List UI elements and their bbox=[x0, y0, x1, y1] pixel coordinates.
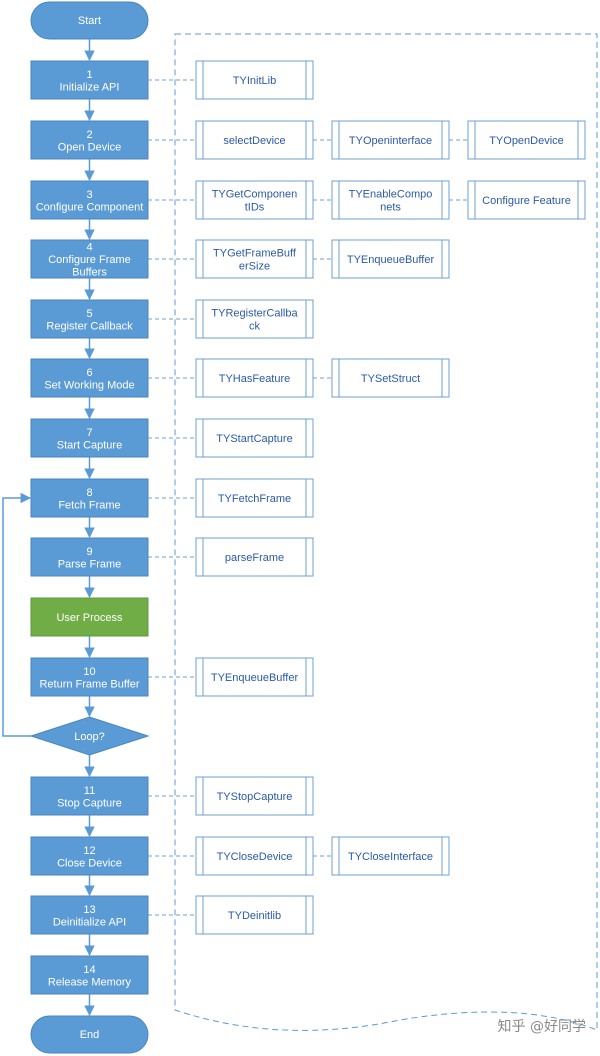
step-label: Buffers bbox=[72, 267, 107, 279]
step-number: 11 bbox=[84, 785, 95, 797]
step-number: 14 bbox=[83, 964, 95, 976]
loop-back-arrow bbox=[2, 492, 32, 737]
api-label: TYStartCapture bbox=[216, 433, 292, 445]
api-label: TYHasFeature bbox=[219, 373, 291, 385]
api-label: TYEnableCompo bbox=[349, 189, 433, 201]
loop-label: Loop? bbox=[74, 731, 105, 743]
api-label: TYOpenDevice bbox=[489, 135, 564, 147]
start-terminator: Start bbox=[30, 1, 149, 40]
api-label: TYSetStruct bbox=[361, 373, 420, 385]
api-label: TYCloseDevice bbox=[217, 851, 293, 863]
api-label: TYEnqueueBuffer bbox=[347, 254, 435, 266]
step-label: Return Frame Buffer bbox=[39, 678, 139, 690]
api-box: TYFetchFrame bbox=[195, 478, 314, 518]
step-label: Set Working Mode bbox=[44, 379, 134, 391]
api-label: nets bbox=[380, 202, 401, 214]
start-label: Start bbox=[78, 15, 101, 27]
api-label: TYInitLib bbox=[233, 75, 276, 87]
step-number: 9 bbox=[86, 546, 92, 558]
step-number: 4 bbox=[86, 242, 92, 254]
step-label: Configure Frame bbox=[48, 254, 131, 266]
api-container bbox=[174, 33, 598, 1031]
step-label: Close Device bbox=[57, 857, 122, 869]
api-label: TYEnqueueBuffer bbox=[211, 672, 299, 684]
end-terminator: End bbox=[30, 1015, 149, 1054]
api-label: tIDs bbox=[245, 202, 265, 214]
step-label: Initialize API bbox=[60, 81, 120, 93]
step-number: 1 bbox=[86, 69, 92, 81]
api-box: TYOpeninterface bbox=[331, 120, 450, 160]
step-label: Start Capture bbox=[57, 439, 122, 451]
step-number: 2 bbox=[86, 129, 92, 141]
api-label: selectDevice bbox=[223, 135, 285, 147]
step-number: 8 bbox=[86, 487, 92, 499]
api-box: selectDevice bbox=[195, 120, 314, 160]
step-number: 7 bbox=[86, 427, 92, 439]
api-label: Configure Feature bbox=[482, 195, 571, 207]
user-process-label: User Process bbox=[56, 612, 123, 624]
step-label: Release Memory bbox=[48, 976, 132, 988]
api-box: Configure Feature bbox=[467, 180, 586, 220]
api-box: TYCloseDevice bbox=[195, 836, 314, 876]
api-label: TYStopCapture bbox=[217, 791, 293, 803]
api-box: TYCloseInterface bbox=[331, 836, 450, 876]
loop-decision: Loop? bbox=[29, 716, 150, 756]
step-label: Configure Component bbox=[36, 201, 144, 213]
api-label: erSize bbox=[239, 261, 270, 273]
api-label: TYGetFrameBuff bbox=[213, 248, 297, 260]
api-label: TYOpeninterface bbox=[349, 135, 432, 147]
step-label: Open Device bbox=[58, 141, 122, 153]
api-box: TYSetStruct bbox=[331, 358, 450, 398]
api-box: TYHasFeature bbox=[195, 358, 314, 398]
api-label: TYRegisterCallba bbox=[211, 308, 298, 320]
api-box: TYEnqueueBuffer bbox=[195, 657, 314, 697]
api-box: TYStopCapture bbox=[195, 776, 314, 816]
api-box: parseFrame bbox=[195, 537, 314, 577]
api-label: parseFrame bbox=[225, 552, 284, 564]
step-label: Parse Frame bbox=[58, 558, 122, 570]
api-label: TYFetchFrame bbox=[218, 493, 291, 505]
api-label: TYGetComponen bbox=[212, 189, 298, 201]
step-label: Fetch Frame bbox=[58, 499, 120, 511]
step-number: 6 bbox=[86, 367, 92, 379]
step-number: 10 bbox=[83, 666, 95, 678]
end-label: End bbox=[80, 1029, 100, 1041]
step-number: 3 bbox=[86, 189, 92, 201]
step-label: Stop Capture bbox=[57, 797, 122, 809]
user-process-box: User Process bbox=[30, 597, 149, 637]
step-number: 13 bbox=[83, 904, 95, 916]
api-label: ck bbox=[249, 321, 261, 333]
step-label: Deinitialize API bbox=[53, 916, 126, 928]
api-box: TYStartCapture bbox=[195, 418, 314, 458]
api-box: TYDeinitlib bbox=[195, 895, 314, 935]
api-box: TYEnqueueBuffer bbox=[331, 239, 450, 279]
step-number: 5 bbox=[86, 308, 92, 320]
api-label: TYCloseInterface bbox=[348, 851, 433, 863]
api-box: TYOpenDevice bbox=[467, 120, 586, 160]
step-number: 12 bbox=[83, 845, 95, 857]
api-box: TYInitLib bbox=[195, 60, 314, 100]
watermark: 知乎 @好同学 bbox=[497, 1019, 586, 1035]
api-label: TYDeinitlib bbox=[228, 910, 281, 922]
step-label: Register Callback bbox=[46, 320, 133, 332]
